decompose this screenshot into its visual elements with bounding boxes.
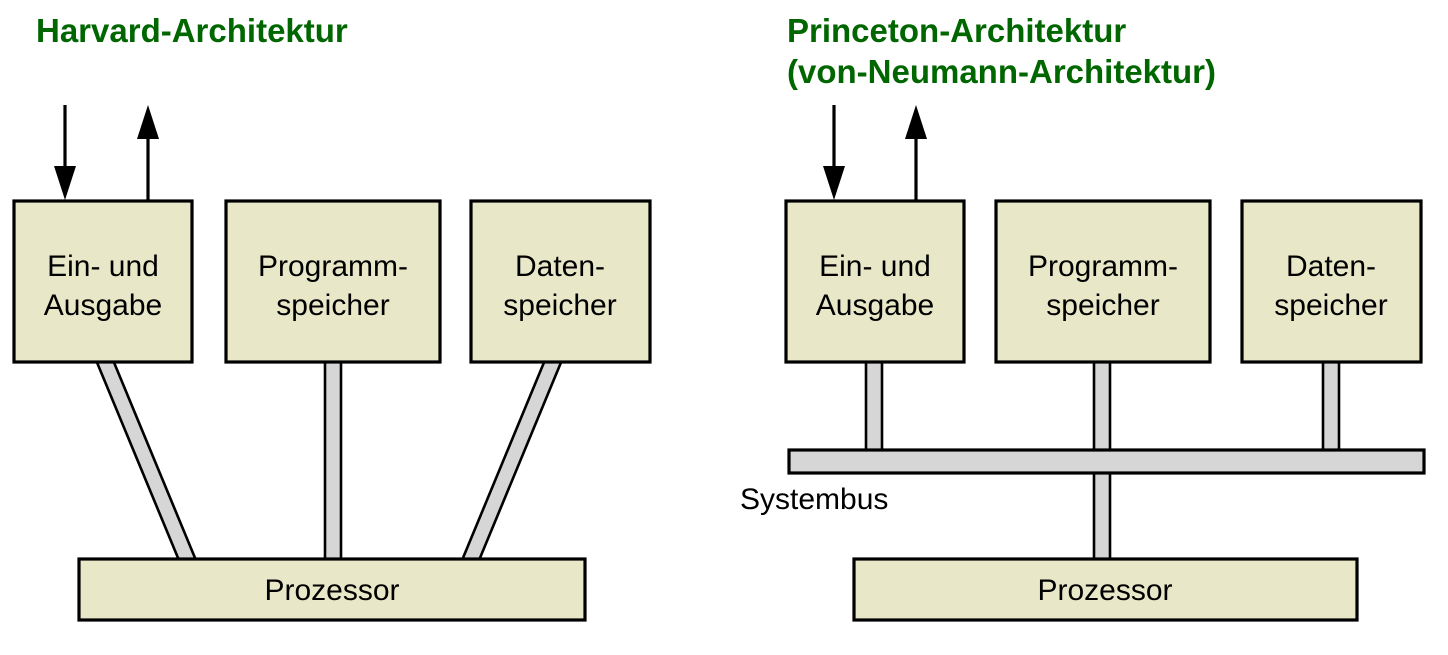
princeton-box-program-memory: Programm- speicher	[994, 199, 1212, 364]
harvard-title-line-1: Harvard-Architektur	[36, 12, 348, 49]
harvard-bus-data-processor	[456, 358, 564, 572]
princeton-box-program-memory-line-2: speicher	[1046, 289, 1159, 322]
princeton-link-program-bus	[1092, 358, 1112, 454]
harvard-box-io: Ein- und Ausgabe	[12, 199, 194, 364]
harvard-box-program-memory-line-2: speicher	[276, 289, 389, 322]
princeton-box-data-memory: Daten- speicher	[1240, 199, 1423, 364]
princeton-box-io: Ein- und Ausgabe	[784, 199, 966, 364]
princeton-system-bus-label: Systembus	[740, 483, 888, 516]
princeton-link-bus-processor	[1092, 468, 1112, 564]
harvard-box-data-memory-line-1: Daten-	[515, 250, 605, 283]
princeton-box-processor: Prozessor	[852, 557, 1359, 622]
harvard-box-data-memory: Daten- speicher	[469, 199, 652, 364]
princeton-title-line-1: Princeton-Architektur	[787, 12, 1126, 49]
princeton-panel: Princeton-Architektur (von-Neumann-Archi…	[740, 12, 1426, 622]
harvard-box-io-line-2: Ausgabe	[44, 289, 162, 322]
harvard-box-program-memory-line-1: Programm-	[258, 250, 408, 283]
harvard-box-program-memory: Programm- speicher	[224, 199, 442, 364]
princeton-system-bus	[787, 448, 1426, 475]
princeton-title-line-2: (von-Neumann-Architektur)	[787, 53, 1216, 90]
princeton-box-io-line-2: Ausgabe	[816, 289, 934, 322]
princeton-box-io-line-1: Ein- und	[819, 250, 931, 283]
harvard-box-io-line-1: Ein- und	[47, 250, 159, 283]
princeton-box-program-memory-line-1: Programm-	[1028, 250, 1178, 283]
princeton-input-arrow	[823, 105, 845, 200]
princeton-box-data-memory-line-2: speicher	[1274, 289, 1387, 322]
harvard-box-data-memory-line-2: speicher	[503, 289, 616, 322]
princeton-output-arrow	[905, 105, 927, 200]
princeton-link-data-bus	[1321, 358, 1341, 454]
harvard-panel: Harvard-Architektur	[12, 12, 652, 622]
princeton-box-processor-label: Prozessor	[1037, 574, 1172, 607]
harvard-bus-program-processor	[323, 358, 343, 572]
harvard-bus-io-processor	[94, 358, 202, 572]
princeton-link-io-bus	[864, 358, 884, 454]
harvard-output-arrow	[137, 105, 159, 200]
harvard-box-processor: Prozessor	[77, 557, 587, 622]
harvard-input-arrow	[54, 105, 76, 200]
princeton-box-data-memory-line-1: Daten-	[1286, 250, 1376, 283]
harvard-box-processor-label: Prozessor	[264, 574, 399, 607]
